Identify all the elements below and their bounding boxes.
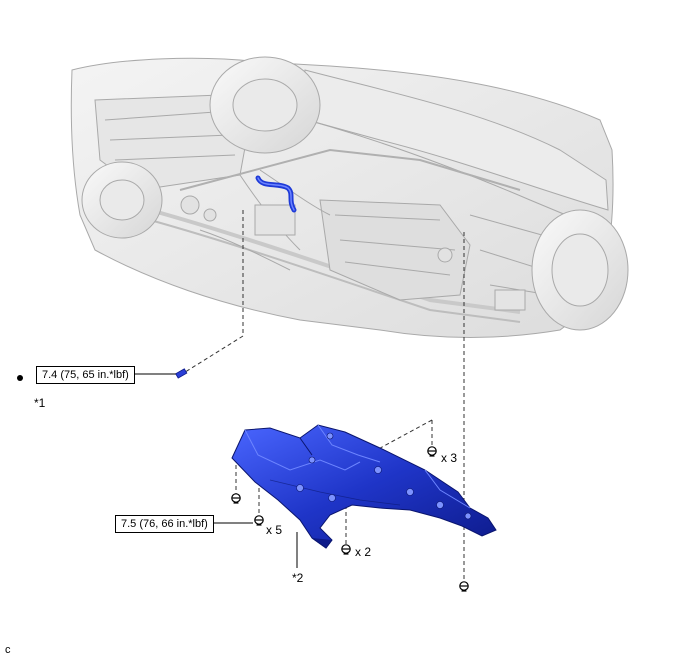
bolt-icon — [427, 446, 437, 457]
under-cover-part — [231, 424, 497, 549]
bolt-symbols — [231, 446, 469, 592]
clamp-bolt — [175, 368, 188, 379]
vehicle-tires — [81, 56, 629, 331]
torque-spec-clamp-bolt: 7.4 (75, 65 in.*lbf) — [36, 366, 135, 384]
torque-spec-cover-bolt: 7.5 (76, 66 in.*lbf) — [115, 515, 214, 533]
callout-part-1: *1 — [34, 396, 46, 410]
bolt-icon — [254, 515, 264, 526]
replace-part-bullet — [17, 375, 23, 381]
figure-code: C — [5, 644, 11, 656]
quantity-upper-bolts: x 3 — [441, 451, 458, 465]
callout-part-2: *2 — [292, 571, 304, 585]
vehicle-underbody — [70, 57, 614, 338]
bolt-icon — [341, 544, 351, 555]
leader-clamp-bolt — [181, 210, 244, 375]
quantity-rear-bolts: x 2 — [355, 545, 372, 559]
quantity-left-bolts: x 5 — [266, 523, 283, 537]
bolt-icon — [231, 493, 241, 504]
bolt-icon — [459, 581, 469, 592]
